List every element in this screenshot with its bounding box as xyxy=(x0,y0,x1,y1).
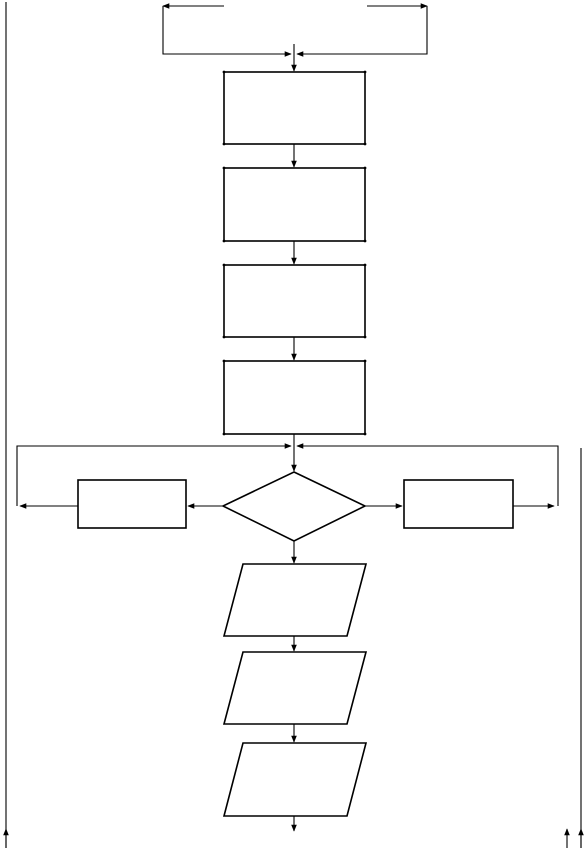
process-2 xyxy=(223,167,366,242)
process-1 xyxy=(223,71,366,145)
top-loop-right-branch xyxy=(296,6,428,57)
left-return-line xyxy=(16,443,292,506)
io-3 xyxy=(222,742,368,817)
right-return-line xyxy=(296,443,559,506)
side-process-right xyxy=(403,479,514,529)
side-process-left xyxy=(77,479,187,529)
process-4 xyxy=(223,360,366,435)
io-2 xyxy=(222,651,368,725)
top-loop-left-branch xyxy=(162,6,292,57)
node-corner-dots xyxy=(222,70,367,436)
decision xyxy=(221,471,367,542)
io-1 xyxy=(222,563,368,637)
process-3 xyxy=(223,264,366,338)
